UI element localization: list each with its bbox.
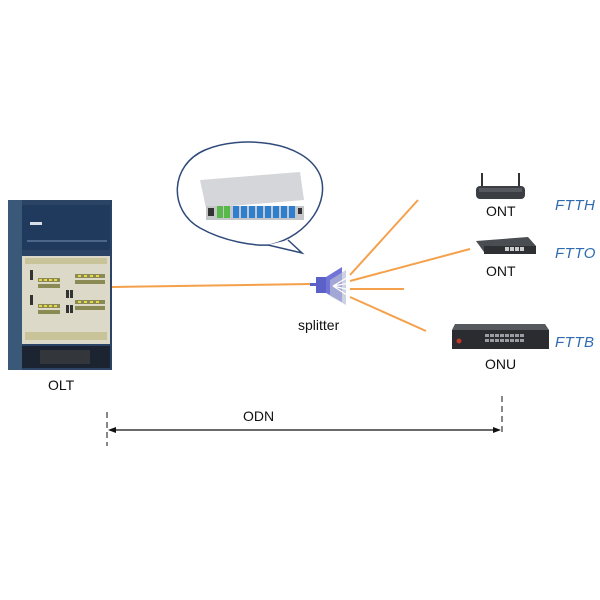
- onu-switch-icon: [452, 324, 549, 349]
- splitter-icon: [310, 267, 351, 305]
- olt-chassis-icon: [8, 200, 112, 370]
- ont-ftth-label: ONT: [486, 203, 516, 219]
- fiber-olt-to-splitter: [111, 283, 311, 288]
- onu-label: ONU: [485, 356, 517, 372]
- fttb-tag: FTTB: [555, 334, 595, 351]
- ont-router-icon: [476, 173, 525, 199]
- ftto-tag: FTTO: [555, 245, 596, 262]
- splitter-callout: [176, 141, 324, 255]
- splitter-label: splitter: [298, 317, 340, 333]
- ont-ftto-label: ONT: [486, 263, 516, 279]
- odn-arrow-left-icon: [108, 427, 116, 433]
- odn-label: ODN: [243, 408, 275, 424]
- plc-splitter-module-icon: [200, 172, 304, 220]
- odn-arrow-right-icon: [493, 427, 501, 433]
- fiber-splitter-to-fttb: [349, 296, 427, 332]
- ont-switch-icon: [476, 237, 536, 254]
- fiber-links: [111, 199, 471, 332]
- ftth-tag: FTTH: [555, 197, 596, 214]
- fiber-splitter-to-ftth: [349, 199, 419, 276]
- fiber-splitter-to-ftto: [349, 248, 471, 282]
- olt-label: OLT: [48, 377, 75, 393]
- odn-span: [106, 396, 503, 446]
